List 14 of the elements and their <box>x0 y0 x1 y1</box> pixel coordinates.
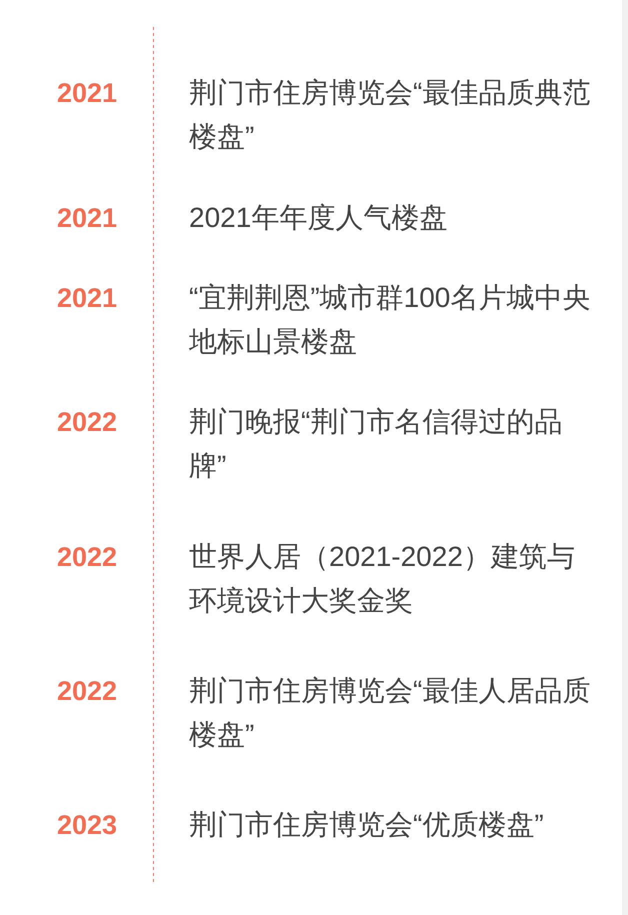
award-text: 荆门晚报“荆门市名信得过的品牌” <box>189 405 564 483</box>
award-text: 荆门市住房博览会“优质楼盘” <box>189 808 544 842</box>
award-text: 2021年年度人气楼盘 <box>189 201 448 235</box>
year-label: 2022 <box>57 407 118 437</box>
year-label: 2021 <box>57 78 118 108</box>
year-label: 2021 <box>57 203 118 233</box>
award-text: 荆门市住房博览会“最佳品质典范楼盘” <box>189 76 592 154</box>
year-label: 2022 <box>57 542 118 572</box>
year-label: 2023 <box>57 810 118 840</box>
year-label: 2021 <box>57 283 118 313</box>
award-text: 世界人居（2021-2022）建筑与环境设计大奖金奖 <box>189 540 576 618</box>
award-text: 荆门市住房博览会“最佳人居品质楼盘” <box>189 674 592 752</box>
year-label: 2022 <box>57 676 118 706</box>
award-text: “宜荆荆恩”城市群100名片城中央地标山景楼盘 <box>189 281 592 359</box>
